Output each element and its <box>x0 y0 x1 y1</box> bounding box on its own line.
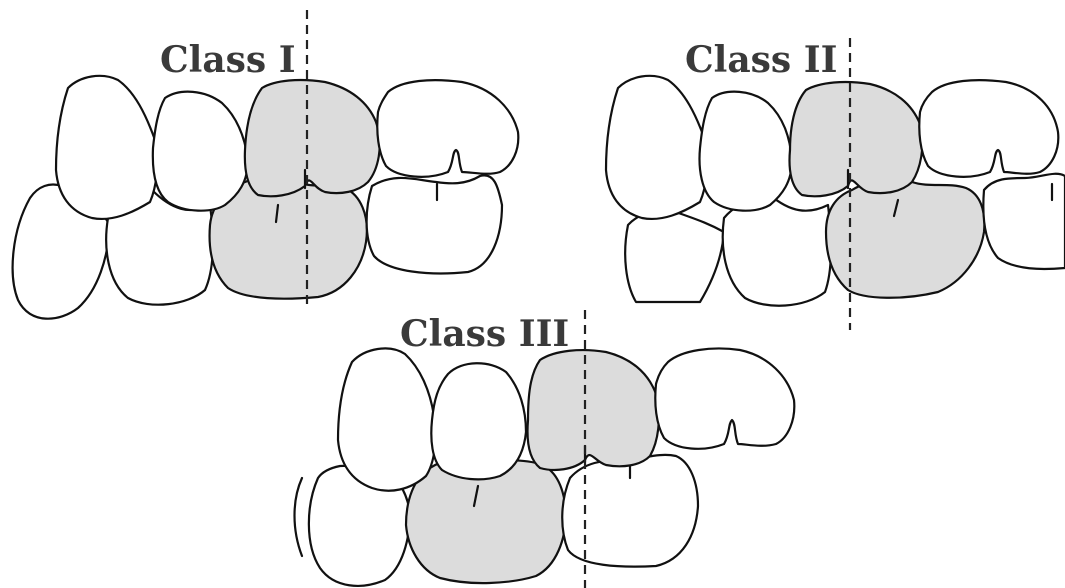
panel-class-2: Class II <box>606 38 1065 330</box>
upper-tooth <box>377 80 518 177</box>
lower-tooth <box>367 175 502 273</box>
class-2-label: Class II <box>685 39 837 81</box>
upper-tooth <box>338 348 436 490</box>
lower-tooth <box>723 195 831 306</box>
upper-tooth <box>606 76 707 219</box>
panel-class-3: Class III <box>295 310 795 588</box>
panel-class-1: Class I <box>13 10 519 319</box>
upper-tooth <box>700 92 792 211</box>
upper-tooth <box>655 349 794 449</box>
upper-tooth <box>431 363 526 479</box>
upper-first-molar-highlighted <box>245 80 380 196</box>
upper-tooth <box>153 92 248 211</box>
tooth-edge <box>295 478 303 556</box>
upper-tooth <box>56 76 157 219</box>
upper-first-molar-highlighted <box>528 350 659 470</box>
class-1-label: Class I <box>160 39 296 81</box>
upper-first-molar-highlighted <box>790 82 923 196</box>
lower-tooth <box>625 211 724 302</box>
upper-tooth <box>919 80 1058 177</box>
class-3-label: Class III <box>400 313 569 355</box>
